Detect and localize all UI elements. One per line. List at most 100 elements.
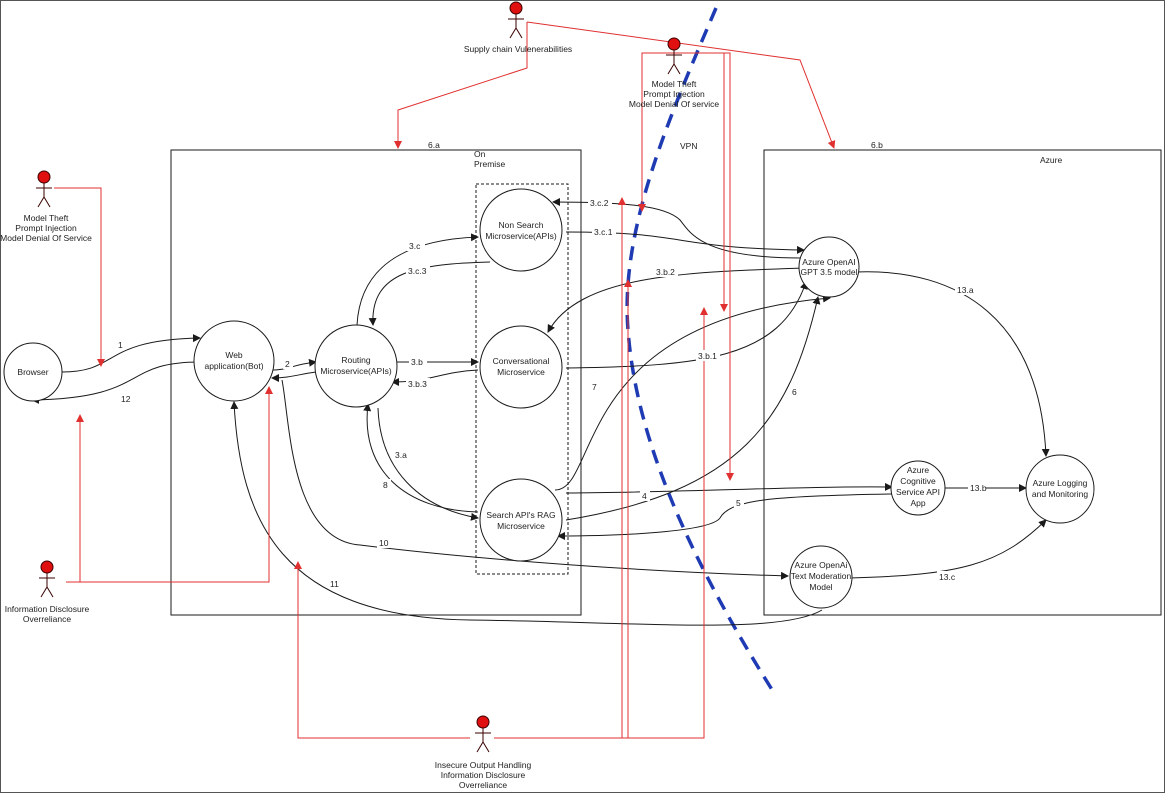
top-theft-label-3: Model Denial Of service — [629, 99, 720, 109]
actor-icon — [475, 715, 491, 753]
actor-info-disclosure: Information Disclosure Overreliance — [5, 560, 90, 624]
onprem-tag: 6.a — [428, 140, 440, 150]
flow-labels: 1 12 2 3.c 3.c.3 3.b 3.b.3 3.a 8 3.c.1 3… — [116, 197, 987, 589]
flow-5-line — [557, 493, 893, 540]
supply-to-azure-line — [526, 21, 836, 149]
rag-label-1: Search API's RAG — [486, 510, 555, 520]
cognitive-label-2: Cognitive — [900, 476, 936, 486]
flow-3b3-label: 3.b.3 — [408, 379, 427, 389]
flow-3c-label: 3.c — [409, 241, 421, 251]
actor-insecure-output: Insecure Output Handling Information Dis… — [435, 715, 531, 790]
flow-4-line — [565, 482, 893, 494]
flow-3b1-line — [565, 281, 808, 369]
webapp-label-1: Web — [225, 350, 243, 360]
flow-lines — [31, 198, 1050, 626]
actor-left-theft: Model Theft Prompt Injection Model Denia… — [0, 170, 92, 243]
flow-5-label: 5 — [736, 498, 741, 508]
flow-1-line — [61, 334, 201, 373]
flow-11-line — [230, 401, 823, 626]
vpn-boundary — [625, 7, 778, 697]
openai-label-1: Azure OpenAI — [802, 257, 855, 267]
flow-3c2-label: 3.c.2 — [590, 198, 609, 208]
actor-top-theft: Model Theft Prompt Injection Model Denia… — [629, 37, 720, 109]
flow-13a-label: 13.a — [957, 285, 974, 295]
supply-label: Supply chain Vulenerabilities — [464, 44, 572, 54]
logging-label-1: Azure Logging — [1033, 478, 1088, 488]
left-theft-label-2: Prompt Injection — [15, 223, 77, 233]
flow-3b2-label: 3.b.2 — [656, 267, 675, 277]
cognitive-label-1: Azure — [907, 465, 929, 475]
flow-3b1-label: 3.b.1 — [698, 351, 717, 361]
flow-13c-label: 13.c — [939, 572, 956, 582]
supply-to-onprem-line — [394, 22, 528, 149]
node-webapp[interactable]: Web application(Bot) — [193, 320, 275, 402]
node-moderation[interactable]: Azure OpenAi Text Moderation Model — [789, 545, 853, 609]
node-browser[interactable]: Browser — [3, 342, 63, 402]
flow-8-line — [363, 403, 479, 513]
flow-4-label: 4 — [642, 491, 647, 501]
flow-10-label: 10 — [379, 538, 389, 548]
flow-12-label: 12 — [121, 394, 131, 404]
node-rag[interactable]: Search API's RAG Microservice — [479, 478, 563, 562]
openai-label-2: GPT 3.5 model — [800, 267, 857, 277]
flow-10-line — [281, 379, 789, 580]
threat-lines — [54, 21, 836, 739]
left-theft-label-3: Model Denial Of Service — [0, 233, 92, 243]
output-to-openai-line — [628, 307, 708, 739]
top-theft-label-2: Prompt Injection — [643, 89, 705, 99]
flow-3c3-label: 3.c.3 — [408, 266, 427, 276]
node-openai[interactable]: Azure OpenAI GPT 3.5 model — [798, 236, 860, 298]
onprem-title-2: Premise — [474, 159, 505, 169]
azure-zone — [763, 149, 1162, 616]
flow-7-line — [554, 294, 831, 491]
nonsearch-label-2: Microservice(APIs) — [485, 231, 556, 241]
flow-3a-label: 3.a — [395, 450, 407, 460]
flow-12-line — [31, 361, 201, 404]
actor-icon — [39, 560, 55, 598]
flow-1-label: 1 — [118, 340, 123, 350]
flow-6-label: 6 — [792, 387, 797, 397]
nonsearch-label-1: Non Search — [499, 220, 544, 230]
flow-13b-label: 13.b — [970, 483, 987, 493]
browser-label: Browser — [17, 367, 48, 377]
flow-6-line — [565, 296, 821, 521]
routing-label-2: Microservice(APIs) — [320, 366, 391, 376]
left-theft-to-browser-line — [54, 187, 105, 367]
conversational-label-1: Conversational — [493, 356, 550, 366]
actor-icon — [508, 1, 524, 39]
azure-tag: 6.b — [871, 140, 883, 150]
info-label-2: Overreliance — [23, 614, 71, 624]
flow-13a-line — [855, 271, 1050, 457]
output-to-webapp-line — [294, 561, 470, 739]
top-theft-line-3 — [686, 52, 734, 481]
conversational-label-2: Microservice — [497, 367, 545, 377]
node-nonsearch[interactable]: Non Search Microservice(APIs) — [479, 188, 563, 272]
webapp-label-2: application(Bot) — [204, 361, 263, 371]
node-conversational[interactable]: Conversational Microservice — [479, 325, 563, 409]
flow-13c-line — [849, 519, 1047, 579]
moderation-label-2: Text Moderation — [791, 571, 852, 581]
rag-label-2: Microservice — [497, 521, 545, 531]
node-cognitive[interactable]: Azure Cognitive Service API App — [890, 460, 946, 516]
node-logging[interactable]: Azure Logging and Monitoring — [1025, 454, 1095, 524]
flow-11-label: 11 — [330, 579, 339, 589]
node-routing[interactable]: Routing Microservice(APIs) — [314, 324, 398, 408]
top-theft-label-1: Model Theft — [652, 79, 697, 89]
actor-icon — [666, 37, 682, 75]
top-theft-line-1 — [638, 52, 662, 212]
microservices-group — [475, 183, 569, 575]
onprem-zone — [170, 149, 582, 616]
flow-2-label: 2 — [285, 359, 290, 369]
cognitive-label-4: App — [910, 498, 925, 508]
info-to-webapp-line — [80, 386, 273, 583]
onprem-title: On — [474, 149, 486, 159]
flow-2-return-line — [271, 371, 317, 382]
cognitive-label-3: Service API — [896, 487, 940, 497]
actor-icon — [36, 170, 52, 208]
output-label-3: Overreliance — [459, 780, 507, 790]
flow-3c3-line — [368, 261, 491, 326]
azure-title: Azure — [1040, 155, 1062, 165]
vpn-label: VPN — [680, 141, 697, 151]
flow-3b3-line — [391, 369, 479, 386]
